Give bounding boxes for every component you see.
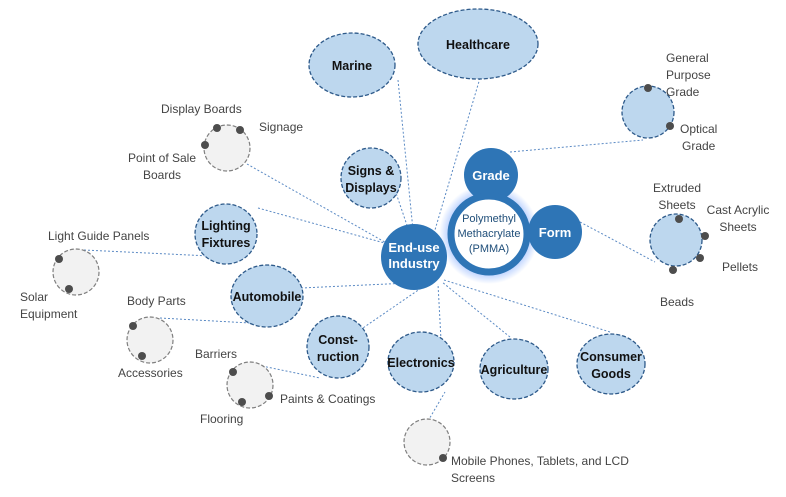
dot-flooring [238, 398, 246, 406]
core-line1: Polymethyl [462, 213, 516, 225]
segment-consumer-goods[interactable] [576, 333, 646, 395]
segment-construction-line2: ruction [317, 350, 359, 364]
connector-agriculture [441, 281, 511, 338]
sub-circle-construction[interactable] [226, 361, 274, 409]
dot-general-grade [644, 84, 652, 92]
connector-electronics-sub [427, 391, 446, 422]
segment-marine[interactable] [308, 32, 396, 98]
grade-general-line1: General [666, 51, 709, 65]
sub-circle-signs[interactable] [203, 124, 251, 172]
sub-circle-electronics[interactable] [403, 418, 451, 466]
connector-construction-sub [261, 365, 321, 379]
marker-dots [55, 84, 709, 462]
dot-optical-grade [666, 122, 674, 130]
connector-marine [397, 79, 415, 241]
segment-lighting-fixtures[interactable] [194, 203, 258, 265]
grade-general-line3: Grade [666, 85, 700, 99]
segment-signs-line1: Signs & [348, 164, 395, 178]
hub-end-use-line2: Industry [388, 256, 440, 271]
dot-extruded [675, 215, 683, 223]
form-pellets-label: Pellets [722, 260, 758, 274]
label-accessories: Accessories [118, 366, 183, 380]
hub-end-use-industry[interactable] [381, 224, 447, 290]
connector-electronics [437, 283, 442, 341]
hub-form[interactable] [528, 205, 582, 259]
segment-agriculture[interactable] [479, 338, 549, 400]
form-cast-line2: Sheets [719, 220, 756, 234]
segment-lighting-line2: Fixtures [202, 236, 251, 250]
core-line2: Methacrylate [458, 228, 521, 240]
connector-form-sub [579, 221, 656, 263]
core-line3: (PMMA) [469, 243, 509, 255]
segment-healthcare-label: Healthcare [446, 38, 510, 52]
dot-cast [701, 232, 709, 240]
label-mobile-line2: Screens [451, 471, 495, 485]
dot-signage [236, 126, 244, 134]
dot-beads [669, 266, 677, 274]
label-solar-line1: Solar [20, 290, 48, 304]
hub-grade-label: Grade [472, 168, 510, 183]
segment-construction[interactable] [306, 315, 370, 379]
form-cast-line1: Cast Acrylic [707, 203, 770, 217]
connector-signs-sub [246, 163, 391, 246]
label-light-guide: Light Guide Panels [48, 229, 149, 243]
sub-circle-lighting[interactable] [52, 248, 100, 296]
label-flooring: Flooring [200, 412, 243, 426]
label-solar-line2: Equipment [20, 307, 78, 321]
segment-marine-label: Marine [332, 59, 372, 73]
segment-lighting-line1: Lighting [201, 219, 250, 233]
core-pmma[interactable] [447, 192, 531, 276]
label-signage: Signage [259, 120, 303, 134]
label-pos-line1: Point of Sale [128, 151, 196, 165]
dot-body-parts [129, 322, 137, 330]
dot-pellets [696, 254, 704, 262]
connector-grade-sub [509, 139, 644, 153]
segment-electronics[interactable] [387, 331, 455, 393]
dot-solar [65, 285, 73, 293]
hub-end-use-line1: End-use [388, 240, 439, 255]
dot-light-guide [55, 255, 63, 263]
form-types-circle[interactable] [649, 213, 703, 267]
form-beads-label: Beads [660, 295, 694, 309]
grade-optical-line2: Grade [682, 139, 716, 153]
segment-healthcare[interactable] [417, 8, 539, 80]
label-paints: Paints & Coatings [280, 392, 375, 406]
segment-signs-line2: Displays [345, 181, 396, 195]
dot-pos [201, 141, 209, 149]
dot-paints [265, 392, 273, 400]
label-body-parts: Body Parts [127, 294, 186, 308]
grade-general-line2: Purpose [666, 68, 711, 82]
segment-electronics-label: Electronics [387, 356, 454, 370]
segment-signs-displays[interactable] [340, 147, 402, 209]
segment-automobile[interactable] [230, 264, 304, 328]
form-extruded-line2: Sheets [658, 198, 695, 212]
connector-lighting-sub [83, 249, 211, 257]
hub-form-label: Form [539, 225, 572, 240]
segment-construction-line1: Const- [318, 333, 358, 347]
label-display-boards: Display Boards [161, 102, 242, 116]
segment-consumer-line2: Goods [591, 367, 631, 381]
connector-lighting [257, 207, 389, 245]
dot-barriers [229, 368, 237, 376]
connector-automobile-sub [159, 317, 251, 324]
label-mobile-line1: Mobile Phones, Tablets, and LCD [451, 454, 629, 468]
label-barriers: Barriers [195, 347, 237, 361]
hub-grade[interactable] [464, 148, 518, 202]
connector-healthcare [431, 77, 481, 241]
grade-optical-line1: Optical [680, 122, 717, 136]
connector-consumer [443, 279, 611, 333]
form-extruded-line1: Extruded [653, 181, 701, 195]
label-pos-line2: Boards [143, 168, 181, 182]
segment-agriculture-label: Agriculture [481, 363, 548, 377]
dot-accessories [138, 352, 146, 360]
dot-mobile [439, 454, 447, 462]
segment-automobile-label: Automobile [233, 290, 302, 304]
dot-display-boards [213, 124, 221, 132]
connector-automobile [300, 281, 431, 289]
segment-consumer-line1: Consumer [580, 350, 642, 364]
sub-circle-automobile[interactable] [126, 316, 174, 364]
